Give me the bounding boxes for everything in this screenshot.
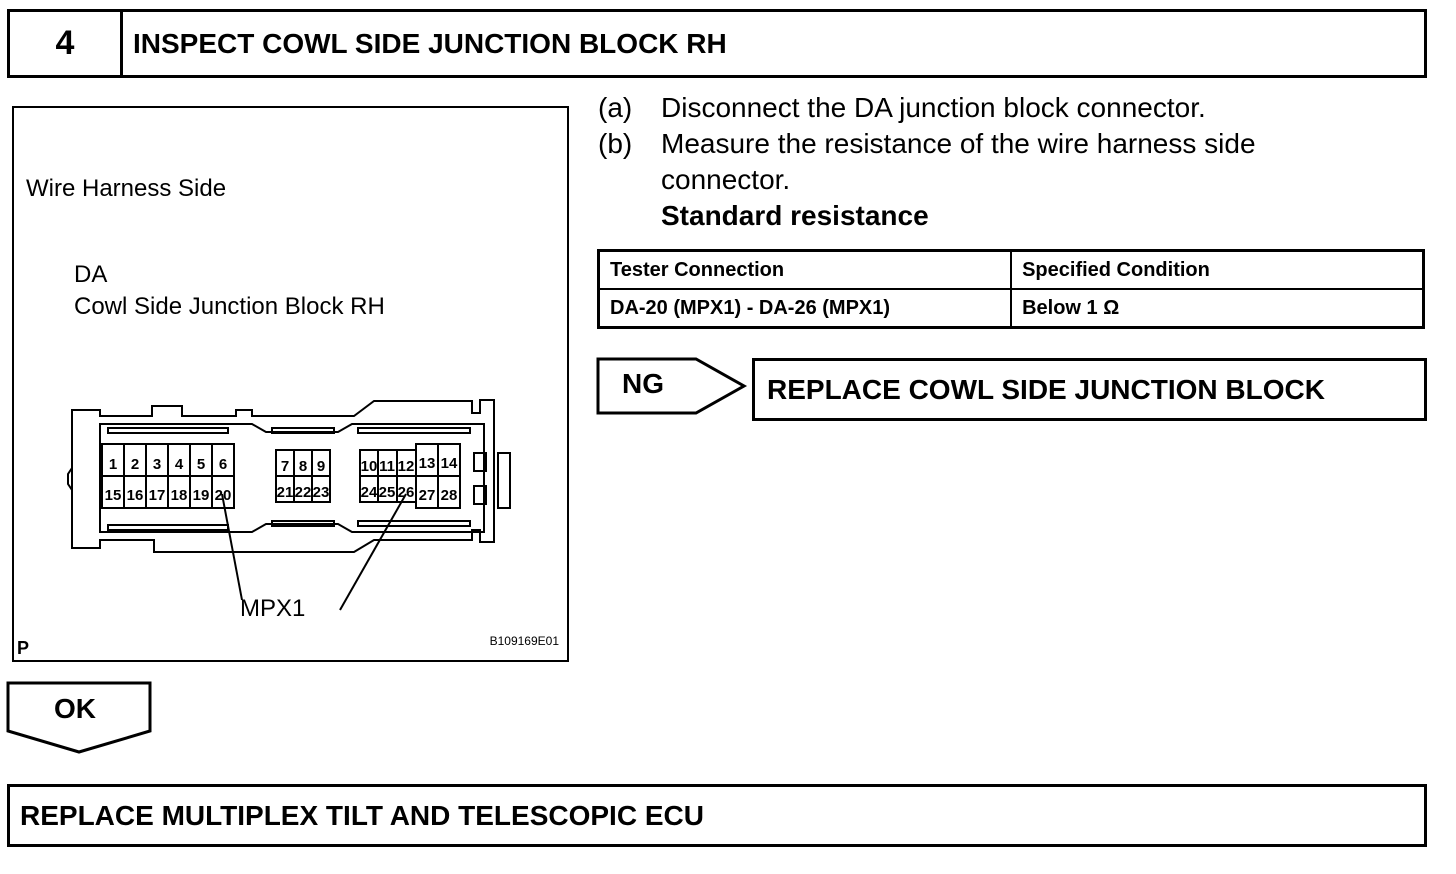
- standard-resistance-title: Standard resistance: [661, 200, 929, 231]
- pin-label: 1: [109, 456, 117, 473]
- slot-bar: [357, 427, 471, 434]
- wire-harness-side-label: Wire Harness Side: [26, 175, 227, 202]
- pin-label: 9: [317, 458, 325, 475]
- step-header: 4 INSPECT COWL SIDE JUNCTION BLOCK RH: [7, 9, 1427, 78]
- figure-id: B109169E01: [489, 634, 559, 648]
- table-header-row: Tester Connection Specified Condition: [597, 249, 1425, 290]
- instruction-b-label: (b): [598, 128, 633, 159]
- pin-label: 8: [299, 458, 307, 475]
- connector-name-label: Cowl Side Junction Block RH: [74, 293, 385, 320]
- step-number: 4: [10, 12, 123, 75]
- pin-label: 10: [361, 458, 378, 475]
- ok-arrow-shape: [6, 681, 152, 754]
- pin-label: 11: [379, 458, 395, 475]
- pin-label: 20: [215, 487, 232, 504]
- connector-code-label: DA: [74, 261, 108, 288]
- pin-label: 13: [419, 455, 436, 472]
- pin-label: 27: [419, 487, 436, 504]
- table-row: DA-20 (MPX1) - DA-26 (MPX1) Below 1 Ω: [597, 288, 1425, 329]
- instruction-b-text-continued: connector.: [661, 164, 791, 195]
- pin-label: 14: [441, 455, 458, 472]
- pin-label: 28: [441, 487, 458, 504]
- ok-action-box: REPLACE MULTIPLEX TILT AND TELESCOPIC EC…: [7, 784, 1427, 847]
- table-cell-condition: Below 1 Ω: [1010, 288, 1425, 329]
- pin-label: 6: [219, 456, 227, 473]
- step-title: INSPECT COWL SIDE JUNCTION BLOCK RH: [133, 27, 727, 59]
- pin-label: 25: [379, 484, 396, 501]
- table-header-specified-condition: Specified Condition: [1010, 249, 1425, 290]
- slot-bar: [271, 520, 335, 527]
- latch: [497, 452, 511, 509]
- pin-label: 16: [127, 487, 144, 504]
- pin-label: 12: [398, 458, 415, 475]
- callout-leader-pin-20: [221, 493, 243, 601]
- pin-label: 17: [149, 487, 166, 504]
- connector-housing: [71, 399, 495, 553]
- ok-label: OK: [54, 693, 96, 724]
- connector-figure: Wire Harness Side DA Cowl Side Junction …: [12, 106, 569, 662]
- callout-label: MPX1: [240, 595, 306, 622]
- instruction-a-label: (a): [598, 92, 633, 123]
- latch: [473, 485, 487, 505]
- pin-label: 15: [105, 487, 122, 504]
- slot-bar: [357, 520, 471, 527]
- instruction-a-text: Disconnect the DA junction block connect…: [661, 92, 1206, 123]
- pin-label: 22: [295, 484, 312, 501]
- pin-label: 3: [153, 456, 161, 473]
- slot-bar: [107, 427, 229, 434]
- pin-label: 26: [398, 484, 415, 501]
- ng-label: NG: [622, 368, 664, 399]
- pin-label: 4: [175, 456, 184, 473]
- connector-diagram: 1 2 3 4 5 6 15 16 17 18 19 20 7 8 9 21 2…: [67, 399, 511, 611]
- slot-bar: [107, 524, 229, 531]
- ok-action-text: REPLACE MULTIPLEX TILT AND TELESCOPIC EC…: [20, 799, 704, 831]
- pin-label: 24: [361, 484, 378, 501]
- pin-label: 5: [197, 456, 205, 473]
- callout-leader-pin-26: [339, 493, 407, 611]
- pin-label: 21: [277, 484, 294, 501]
- instruction-b-text: Measure the resistance of the wire harne…: [661, 128, 1256, 159]
- pin-label: 2: [131, 456, 139, 473]
- ng-action-text: REPLACE COWL SIDE JUNCTION BLOCK: [767, 373, 1325, 405]
- table-cell-connection: DA-20 (MPX1) - DA-26 (MPX1): [597, 288, 1013, 329]
- table-header-tester-connection: Tester Connection: [597, 249, 1013, 290]
- slot-bar: [271, 427, 335, 434]
- ng-arrow-shape: [596, 357, 748, 415]
- resistance-table: Tester Connection Specified Condition DA…: [597, 249, 1425, 329]
- pin-label: 23: [313, 484, 330, 501]
- pin-label: 18: [171, 487, 188, 504]
- latch: [473, 452, 487, 472]
- corner-mark: P: [17, 638, 30, 658]
- ng-action-box: REPLACE COWL SIDE JUNCTION BLOCK: [752, 358, 1427, 421]
- pin-label: 19: [193, 487, 210, 504]
- pin-label: 7: [281, 458, 289, 475]
